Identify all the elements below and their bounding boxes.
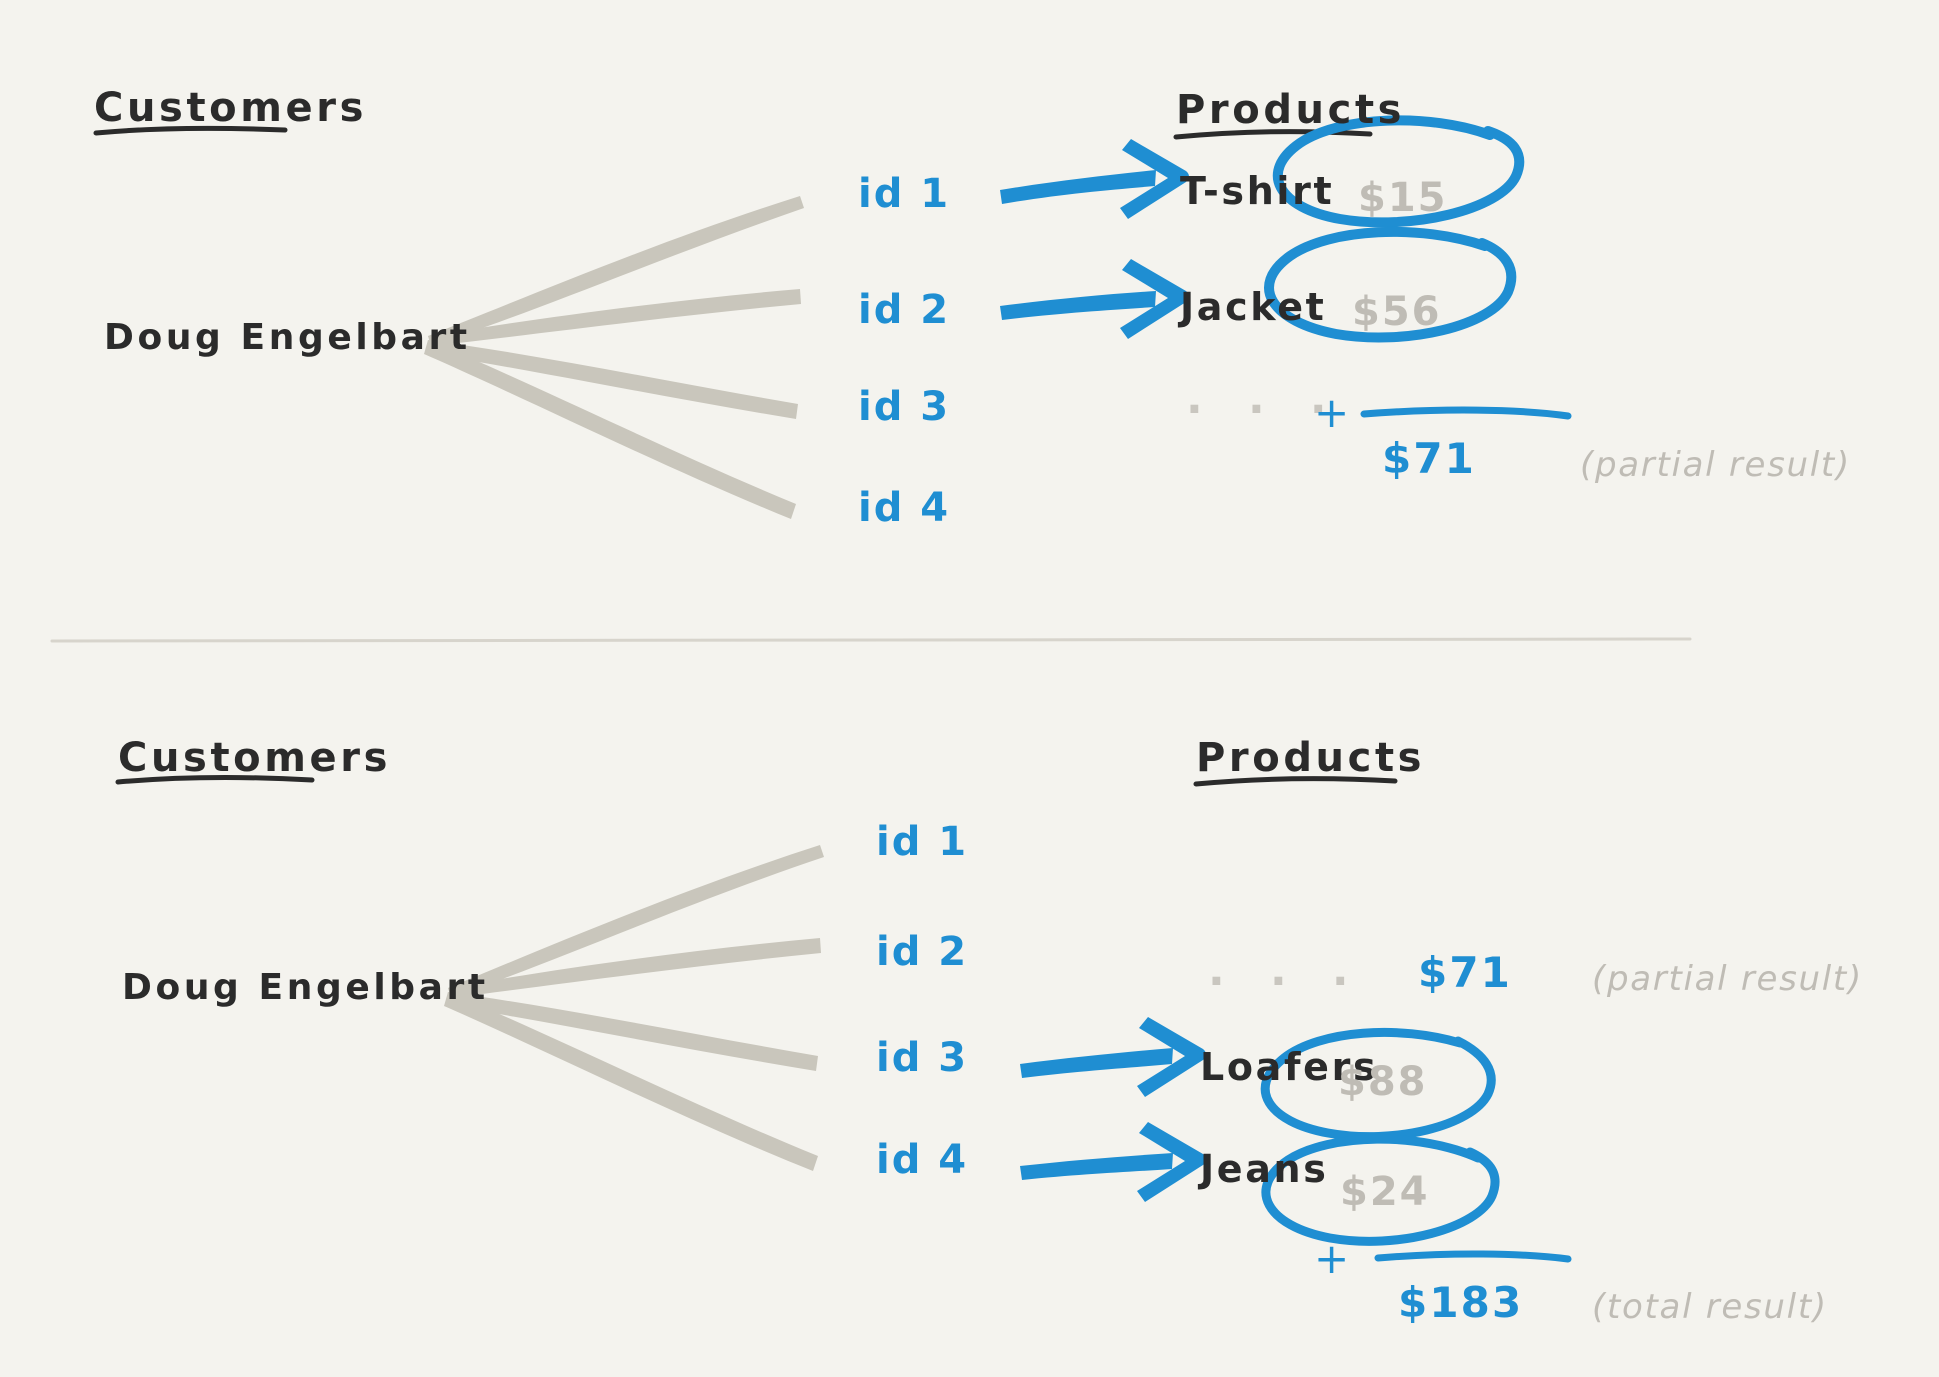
sum-rule-bottom xyxy=(1374,1250,1572,1263)
product-name-tshirt: T-shirt xyxy=(1180,169,1335,213)
bottom-branch-lines xyxy=(444,845,824,1171)
branch-line-7 xyxy=(446,992,818,1071)
customers-heading-top: Customers xyxy=(94,85,367,131)
plus-sign-top: + xyxy=(1314,388,1352,437)
id-label-bottom-4[interactable]: id 4 xyxy=(876,1137,969,1183)
ellipsis-top: · · · xyxy=(1186,384,1342,435)
branch-line-4 xyxy=(424,340,796,519)
branch-line-8 xyxy=(444,992,818,1171)
product-name-jeans: Jeans xyxy=(1200,1147,1329,1191)
price-jacket: $56 xyxy=(1352,289,1442,335)
plus-sign-bottom: + xyxy=(1314,1234,1352,1283)
customer-name-bottom: Doug Engelbart xyxy=(122,967,489,1008)
sum-value-top: $71 xyxy=(1382,434,1476,483)
branch-line-5 xyxy=(448,845,824,997)
products-heading-bottom: Products xyxy=(1196,735,1426,781)
id-label-bottom-1[interactable]: id 1 xyxy=(876,819,969,865)
arrow-to-loafers xyxy=(1020,1017,1206,1097)
ellipsis-bottom: · · · xyxy=(1208,956,1364,1007)
sum-value-bottom: $183 xyxy=(1398,1278,1524,1327)
id-label-top-3[interactable]: id 3 xyxy=(858,384,951,430)
sum-note-bottom: (total result) xyxy=(1592,1287,1828,1327)
branch-line-1 xyxy=(428,196,804,345)
arrow-to-jeans xyxy=(1020,1122,1206,1202)
arrow-to-tshirt xyxy=(1000,139,1189,219)
top-arrows xyxy=(1000,139,1189,339)
id-label-top-4[interactable]: id 4 xyxy=(858,485,951,531)
products-heading-top: Products xyxy=(1176,87,1406,133)
panel-divider xyxy=(50,637,1692,643)
customers-heading-bottom: Customers xyxy=(118,735,391,781)
id-label-bottom-2[interactable]: id 2 xyxy=(876,929,969,975)
carried-note-bottom: (partial result) xyxy=(1592,959,1863,999)
customer-name-top: Doug Engelbart xyxy=(104,317,471,358)
product-name-jacket: Jacket xyxy=(1180,285,1327,329)
id-label-bottom-3[interactable]: id 3 xyxy=(876,1035,969,1081)
product-name-loafers: Loafers xyxy=(1200,1045,1379,1089)
branch-line-6 xyxy=(448,938,821,998)
top-branch-lines xyxy=(424,196,804,519)
price-loafers: $88 xyxy=(1338,1059,1428,1105)
price-tshirt: $15 xyxy=(1358,175,1448,221)
id-label-top-1[interactable]: id 1 xyxy=(858,171,951,217)
branch-line-2 xyxy=(428,289,801,346)
id-label-top-2[interactable]: id 2 xyxy=(858,287,951,333)
bottom-arrows xyxy=(1020,1017,1206,1202)
sum-note-top: (partial result) xyxy=(1580,445,1851,485)
branch-line-3 xyxy=(426,340,798,419)
price-jeans: $24 xyxy=(1340,1169,1430,1215)
carried-value-bottom: $71 xyxy=(1418,948,1512,997)
arrow-to-jacket xyxy=(1000,259,1189,339)
sum-rule-top xyxy=(1360,406,1572,420)
